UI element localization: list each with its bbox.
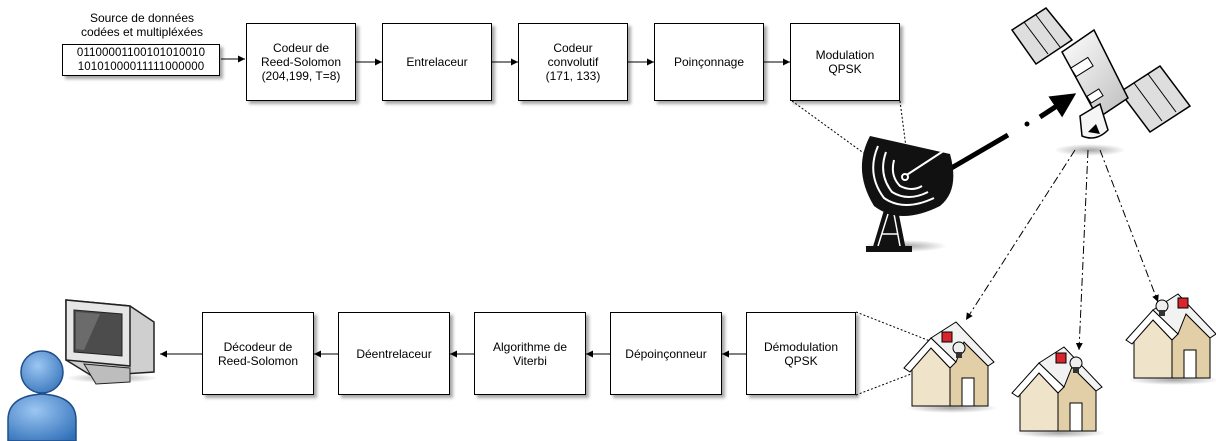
source-title: Source de données codées et multipléxées <box>80 11 204 39</box>
house-with-dish-icon <box>1011 346 1106 438</box>
downlink-beams <box>965 149 1159 351</box>
source-bitstream: 01100001100101010010 1010100001111100000… <box>62 44 220 76</box>
computer-monitor-icon <box>65 299 158 385</box>
house-with-dish-icon <box>1125 293 1216 385</box>
reed-solomon-decoder-box: Décodeur de Reed-Solomon <box>202 312 314 395</box>
deinterleaver-box: Déentrelaceur <box>338 312 450 395</box>
viterbi-algorithm-box: Algorithme de Viterbi <box>474 312 586 395</box>
satellite-icon <box>1010 7 1192 156</box>
demodulation-qpsk-box: Démodulation QPSK <box>746 312 856 395</box>
convolutional-encoder-box: Codeur convolutif (171, 133) <box>518 23 628 101</box>
user-person-icon <box>7 350 77 441</box>
uplink-beam <box>946 93 1077 173</box>
satellite-dish-icon <box>861 136 954 252</box>
modulation-qpsk-box: Modulation QPSK <box>790 23 900 101</box>
puncturing-box: Poinçonnage <box>654 23 764 101</box>
reed-solomon-encoder-box: Codeur de Reed-Solomon (204,199, T=8) <box>246 23 356 101</box>
house-with-dish-icon <box>903 321 998 413</box>
interleaver-box: Entrelaceur <box>382 23 492 101</box>
depuncturer-box: Dépoinçonneur <box>610 312 722 395</box>
